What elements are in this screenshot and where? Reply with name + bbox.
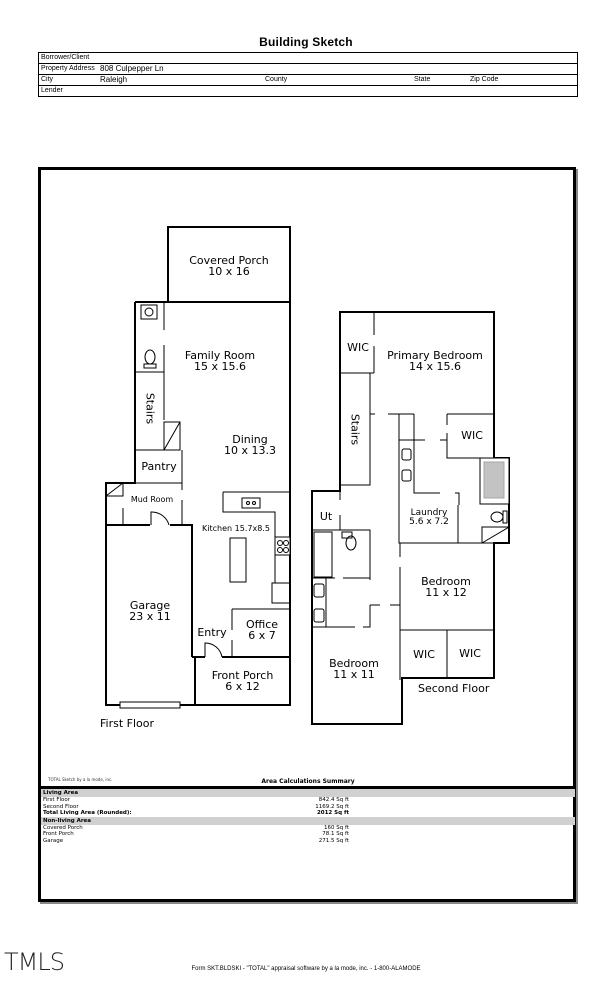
tmls-logo: TMLS <box>4 948 65 976</box>
address-label: Property Address <box>41 65 95 72</box>
room-pantry: Pantry <box>141 460 177 473</box>
city-row: City Raleigh County State Zip Code <box>39 75 577 86</box>
second-floor-walls <box>311 311 510 725</box>
room-entry: Entry <box>197 626 227 639</box>
room-dims: 5.6 x 7.2 <box>409 517 449 527</box>
row-value: 842.4 Sq ft <box>318 797 349 803</box>
living-area-header: Living Area <box>41 789 575 797</box>
room-dims: 23 x 11 <box>129 610 171 623</box>
row-label: Covered Porch <box>43 824 83 831</box>
room-garage: Garage 23 x 11 <box>108 600 192 622</box>
room-front-porch: Front Porch 6 x 12 <box>195 670 290 692</box>
room-bedroom-2: Bedroom 11 x 12 <box>410 576 482 598</box>
room-ut: Ut <box>319 510 333 523</box>
room-name: Bedroom <box>421 575 471 588</box>
first-floor-walls <box>105 226 291 709</box>
row-label: First Floor <box>43 797 71 803</box>
row-value: 160 Sq ft <box>324 824 349 831</box>
room-dims: 6 x 12 <box>225 680 260 693</box>
row-label: Second Floor <box>43 803 79 810</box>
room-wic-4: WIC <box>459 647 481 660</box>
summary-row: Second Floor 1169.2 Sq ft <box>41 804 575 811</box>
room-dims: 15 x 15.6 <box>194 360 246 373</box>
sketch-frame <box>38 167 576 902</box>
row-value: 2012 Sq ft <box>316 810 349 816</box>
room-kitchen: Kitchen 15.7x8.5 <box>202 524 270 533</box>
room-name: Dining <box>232 433 268 446</box>
first-floor-label: First Floor <box>100 717 155 730</box>
room-mud-room: Mud Room <box>130 495 174 504</box>
summary-title: Area Calculations Summary <box>261 778 355 785</box>
room-dims: 11 x 11 <box>333 668 375 681</box>
room-office: Office 6 x 7 <box>234 619 290 641</box>
room-family-room: Family Room 15 x 15.6 <box>170 350 270 372</box>
city-value: Raleigh <box>100 75 128 84</box>
room-name: Family Room <box>184 349 256 362</box>
state-label: State <box>414 76 431 83</box>
room-dims: 10 x 13.3 <box>224 444 276 457</box>
room-wic-3: WIC <box>413 648 435 661</box>
row-value: 1169.2 Sq ft <box>315 803 349 810</box>
software-credit: TOTAL Sketch by a la mode, inc. <box>48 777 113 782</box>
room-laundry: Laundry 5.6 x 7.2 <box>400 509 458 527</box>
room-dims: 6 x 7 <box>248 629 276 642</box>
summary-row: Front Porch 78.1 Sq ft <box>41 831 575 838</box>
page-title: Building Sketch <box>259 35 353 49</box>
zip-label: Zip Code <box>470 76 499 83</box>
summary-row: Garage 271.5 Sq ft <box>41 838 575 845</box>
row-value: 78.1 Sq ft <box>322 831 349 837</box>
row-label: Front Porch <box>43 831 74 837</box>
city-label: City <box>41 76 54 83</box>
address-row: Property Address 808 Culpepper Ln <box>39 64 577 75</box>
room-name: Office <box>245 618 279 631</box>
room-stairs-2: Stairs <box>348 413 362 446</box>
room-dims: 14 x 15.6 <box>409 360 461 373</box>
row-value: 271.5 Sq ft <box>318 837 349 844</box>
room-bedroom-3: Bedroom 11 x 11 <box>318 658 390 680</box>
row-label: Garage <box>43 837 64 844</box>
room-name: Covered Porch <box>189 254 269 267</box>
summary-divider <box>41 786 575 789</box>
room-name: Primary Bedroom <box>387 349 483 362</box>
room-name: Garage <box>129 599 171 612</box>
address-value: 808 Culpepper Ln <box>100 64 164 73</box>
room-covered-porch: Covered Porch 10 x 16 <box>168 255 290 277</box>
room-name: Laundry <box>410 508 448 518</box>
room-wic-2: WIC <box>461 429 483 442</box>
nonliving-area-header: Non-living Area <box>41 816 575 825</box>
room-dims: 11 x 12 <box>425 586 467 599</box>
county-label: County <box>265 76 288 83</box>
room-name: Front Porch <box>211 669 274 682</box>
borrower-row: Borrower/Client <box>39 53 577 64</box>
summary-row: Covered Porch 160 Sq ft <box>41 825 575 832</box>
room-dims: 10 x 16 <box>208 265 250 278</box>
room-stairs-1: Stairs <box>143 392 157 425</box>
row-label: Total Living Area (Rounded): <box>43 810 132 816</box>
area-summary-table: Living Area First Floor 842.4 Sq ft Seco… <box>41 789 575 844</box>
lender-row: Lender <box>39 86 577 96</box>
total-row: Total Living Area (Rounded): 2012 Sq ft <box>41 810 575 817</box>
property-header-table: Borrower/Client Property Address 808 Cul… <box>38 52 578 97</box>
room-dining: Dining 10 x 13.3 <box>215 434 285 456</box>
form-footer: Form SKT.BLDSKI - "TOTAL" appraisal soft… <box>191 966 421 972</box>
room-primary-bedroom: Primary Bedroom 14 x 15.6 <box>376 350 494 372</box>
second-floor-label: Second Floor <box>418 682 490 695</box>
room-wic-1: WIC <box>347 341 369 354</box>
lender-label: Lender <box>41 87 63 94</box>
summary-row: First Floor 842.4 Sq ft <box>41 797 575 804</box>
room-name: Bedroom <box>329 657 379 670</box>
borrower-label: Borrower/Client <box>41 54 90 61</box>
